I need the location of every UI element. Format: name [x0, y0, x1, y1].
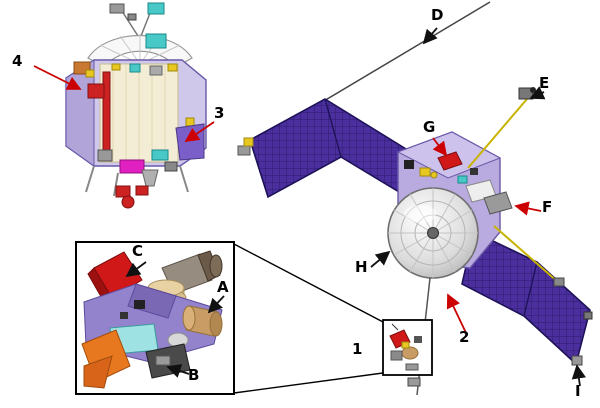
cutaway-antenna-mast	[109, 2, 165, 37]
callout-label-2: 2	[459, 328, 470, 346]
callout-label-4: 4	[12, 52, 23, 70]
callout-label-C: C	[132, 242, 144, 260]
arrow-C	[125, 261, 147, 278]
boom-yellow-upper	[467, 87, 536, 169]
callout-label-A: A	[217, 278, 229, 296]
boom-yellow-lower	[493, 225, 565, 287]
cutaway-red-instrument	[87, 83, 105, 99]
arrow-A	[207, 295, 225, 314]
zoom-inset-box	[75, 241, 235, 395]
arrow-2	[446, 293, 468, 336]
callout-label-E: E	[539, 74, 550, 92]
high-gain-antenna	[387, 187, 479, 279]
cutaway-bus	[65, 59, 207, 174]
spacecraft	[237, 1, 593, 396]
instrument-red-top	[437, 151, 463, 171]
arrow-4	[33, 65, 82, 90]
callout-label-G: G	[423, 118, 436, 136]
callout-label-D: D	[431, 6, 444, 24]
callout-label-I: I	[575, 382, 581, 400]
cutaway-lower-hardware	[85, 165, 189, 209]
arrow-G	[432, 137, 448, 157]
arrow-D	[422, 27, 438, 45]
cutaway-purple-wedge	[175, 123, 205, 161]
arrow-E	[529, 86, 546, 100]
callout-label-F: F	[542, 198, 553, 216]
instrument-box-1	[382, 319, 433, 376]
cutaway-view	[65, 2, 207, 209]
inset-tan-cylinder	[182, 305, 223, 337]
callout-label-3: 3	[214, 104, 225, 122]
arrow-B	[166, 364, 190, 378]
solar-array-left	[243, 98, 421, 206]
arrow-I	[571, 364, 586, 387]
zoom-connector-lines	[233, 243, 384, 394]
callout-label-H: H	[355, 258, 368, 276]
arrow-H	[370, 250, 391, 268]
arrow-F	[514, 201, 542, 216]
callout-arrows	[33, 27, 586, 387]
instrument-gray-side	[483, 191, 513, 215]
arrow-3	[184, 121, 215, 143]
callout-label-1: 1	[352, 340, 363, 358]
solar-array-right	[461, 230, 593, 366]
callout-label-B: B	[188, 366, 200, 384]
